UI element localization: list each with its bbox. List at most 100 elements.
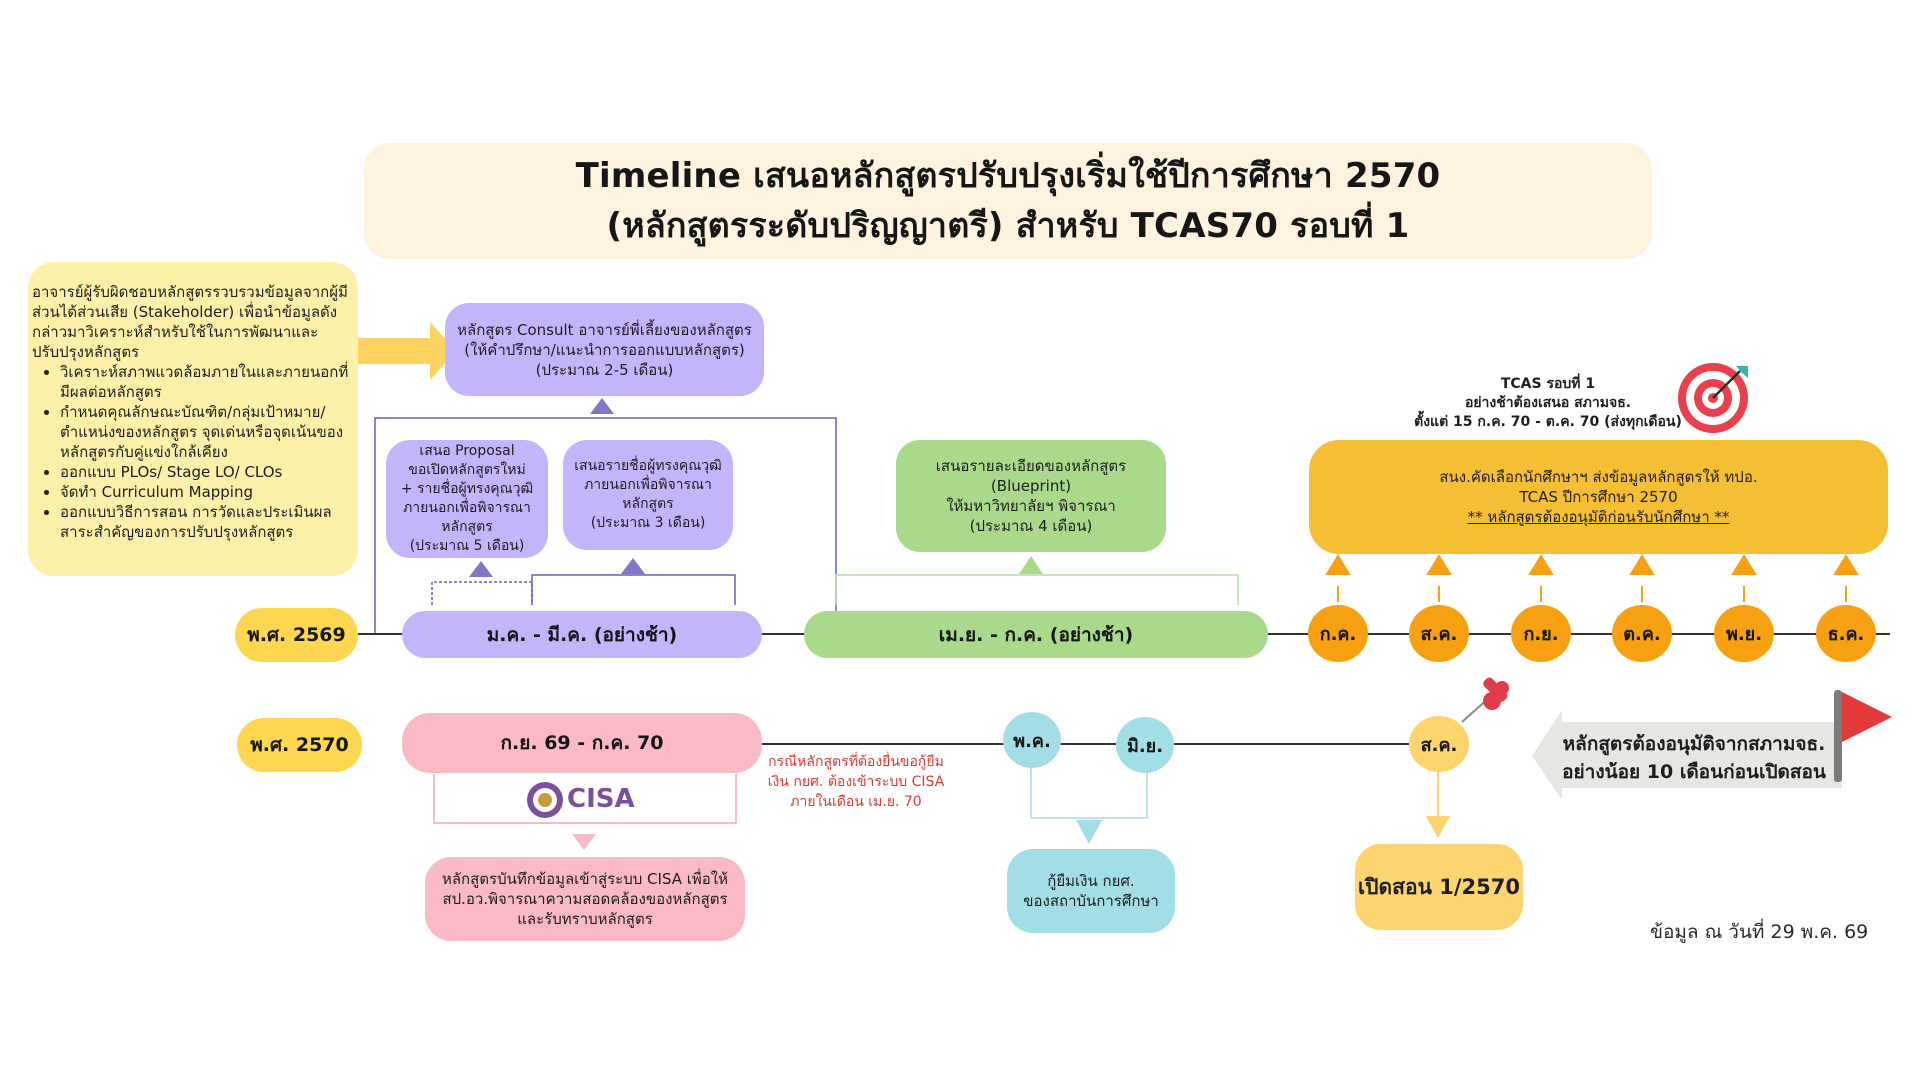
triangle-down-icon: [572, 834, 596, 850]
month-label: มิ.ย.: [1126, 735, 1164, 757]
blueprint-line-1: เสนอรายละเอียดของหลักสูตร (Blueprint): [935, 457, 1127, 495]
proposal-line-1: เสนอ Proposal: [419, 443, 515, 459]
range-jan-mar-label: ม.ค. - มี.ค. (อย่างช้า): [486, 623, 678, 646]
consult-line-3: (ประมาณ 2-5 เดือน): [535, 360, 674, 379]
cisa-box-line-3: และรับทราบหลักสูตร: [517, 910, 653, 928]
range-apr-jul-pill: เม.ย. - ก.ค. (อย่างช้า): [804, 611, 1268, 658]
month-circle-aug-2570: ส.ค.: [1409, 716, 1469, 772]
stakeholder-item: กำหนดคุณลักษณะบัณฑิต/กลุ่มเป้าหมาย/ ตำแห…: [60, 402, 354, 462]
reviewer-box: เสนอรายชื่อผู้ทรงคุณวุฒิ ภายนอกเพื่อพิจา…: [563, 440, 733, 550]
stakeholder-item: ออกแบบ PLOs/ Stage LO/ CLOs: [60, 462, 354, 482]
month-label: ธ.ค.: [1827, 624, 1865, 645]
month-circle-jun: มิ.ย.: [1116, 717, 1174, 773]
proposal-line-4: ภายนอกเพื่อพิจารณา: [403, 500, 531, 516]
tcas-line-2: TCAS ปีการศึกษา 2570: [1519, 488, 1678, 506]
pink-connector: [433, 774, 737, 824]
proposal-line-2: ขอเปิดหลักสูตรใหม่: [408, 462, 526, 478]
push-pin-icon: [1461, 677, 1509, 723]
year-2570-pill: พ.ศ. 2570: [237, 718, 362, 772]
loan-box: กู้ยืมเงิน กยศ. ของสถาบันการศึกษา: [1007, 849, 1175, 933]
yellow-arrow-icon: [358, 322, 456, 380]
orange-arrows: [1325, 554, 1859, 602]
month-label: ก.ค.: [1319, 624, 1357, 645]
loan-box-line-1: กู้ยืมเงิน กยศ.: [1047, 872, 1135, 890]
month-label: พ.ย.: [1725, 624, 1763, 645]
consult-box: หลักสูตร Consult อาจารย์พี่เลี้ยงของหลัก…: [445, 303, 764, 396]
triangle-up-icon: [621, 558, 645, 574]
tcas-heading-line-2: อย่างช้าต้องเสนอ สภามจธ.: [1464, 394, 1632, 411]
blueprint-box: เสนอรายละเอียดของหลักสูตร (Blueprint) ให…: [896, 440, 1166, 552]
year-2570-label: พ.ศ. 2570: [250, 734, 349, 756]
open-class-box: เปิดสอน 1/2570: [1355, 844, 1523, 930]
purple-connector: [431, 581, 533, 605]
stakeholder-item: ออกแบบวิธีการสอน การวัดและประเมินผลสาระส…: [60, 502, 354, 542]
reviewer-line-4: (ประมาณ 3 เดือน): [590, 515, 706, 531]
triangle-up-icon: [469, 561, 493, 577]
reviewer-line-2: ภายนอกเพื่อพิจารณา: [584, 477, 712, 493]
cisa-logo-text: CISA: [567, 784, 635, 814]
triangle-down-icon: [1076, 820, 1102, 844]
cisa-note: กรณีหลักสูตรที่ต้องยื่นขอกู้ยืมเงิน กยศ.…: [767, 754, 945, 810]
gray-arrow-icon: [1532, 710, 1842, 800]
tcas-box: สนง.คัดเลือกนักศึกษาฯ ส่งข้อมูลหลักสูตรใ…: [1309, 440, 1888, 554]
loan-box-line-2: ของสถาบันการศึกษา: [1023, 892, 1159, 910]
green-connector: [835, 574, 1239, 605]
consult-line-1: หลักสูตร Consult อาจารย์พี่เลี้ยงของหลัก…: [457, 320, 752, 339]
stakeholder-note: อาจารย์ผู้รับผิดชอบหลักสูตรรวบรวมข้อมูลจ…: [28, 262, 358, 576]
triangle-up-icon: [1019, 556, 1043, 574]
month-circle-jul: ก.ค.: [1308, 605, 1368, 662]
month-label: ก.ย.: [1523, 624, 1559, 645]
arrow-down-icon: [1426, 816, 1450, 838]
red-flag-icon: [1834, 690, 1892, 782]
month-label: ส.ค.: [1420, 624, 1458, 645]
reviewer-line-3: หลักสูตร: [622, 496, 674, 512]
month-label: ต.ค.: [1623, 624, 1661, 645]
title-line-2: (หลักสูตรระดับปริญญาตรี) สำหรับ TCAS70 ร…: [606, 206, 1410, 246]
data-date-note: ข้อมูล ณ วันที่ 29 พ.ค. 69: [1650, 921, 1869, 943]
tcas-heading-line-1: TCAS รอบที่ 1: [1500, 375, 1596, 392]
proposal-line-3: + รายชื่อผู้ทรงคุณวุฒิ: [400, 481, 534, 497]
month-circle-aug: ส.ค.: [1409, 605, 1469, 662]
approval-note-line-2: อย่างน้อย 10 เดือนก่อนเปิดสอน: [1562, 761, 1826, 783]
consult-line-2: (ให้คำปรึกษา/แนะนำการออกแบบหลักสูตร): [464, 340, 745, 359]
range-jan-mar-pill: ม.ค. - มี.ค. (อย่างช้า): [402, 611, 762, 658]
blueprint-line-3: (ประมาณ 4 เดือน): [969, 517, 1093, 535]
title-line-1: Timeline เสนอหลักสูตรปรับปรุงเริ่มใช้ปีก…: [575, 156, 1441, 196]
cisa-box: หลักสูตรบันทึกข้อมูลเข้าสู่ระบบ CISA เพื…: [425, 857, 745, 941]
title-banner: Timeline เสนอหลักสูตรปรับปรุงเริ่มใช้ปีก…: [364, 143, 1652, 259]
month-circle-may: พ.ค.: [1003, 712, 1061, 768]
tcas-line-3: ** หลักสูตรต้องอนุมัติก่อนรับนักศึกษา **: [1467, 508, 1730, 526]
range-apr-jul-label: เม.ย. - ก.ค. (อย่างช้า): [938, 623, 1134, 646]
cisa-box-line-1: หลักสูตรบันทึกข้อมูลเข้าสู่ระบบ CISA เพื…: [441, 870, 729, 888]
month-circle-sep: ก.ย.: [1511, 605, 1571, 662]
proposal-line-6: (ประมาณ 5 เดือน): [409, 538, 525, 554]
proposal-line-5: หลักสูตร: [441, 519, 493, 535]
proposal-box: เสนอ Proposal ขอเปิดหลักสูตรใหม่ + รายชื…: [386, 440, 548, 558]
month-circle-nov: พ.ย.: [1714, 605, 1774, 662]
year-2569-label: พ.ศ. 2569: [247, 624, 346, 646]
cisa-box-line-2: สป.อว.พิจารณาความสอดคล้องของหลักสูตร: [442, 890, 728, 908]
range-sep-jul-label: ก.ย. 69 - ก.ค. 70: [500, 732, 664, 754]
open-class-label: เปิดสอน 1/2570: [1358, 874, 1520, 899]
blueprint-line-2: ให้มหาวิทยาลัยฯ พิจารณา: [946, 497, 1116, 515]
tcas-line-1: สนง.คัดเลือกนักศึกษาฯ ส่งข้อมูลหลักสูตรใ…: [1439, 468, 1758, 486]
month-label: ส.ค.: [1420, 734, 1458, 756]
approval-note: หลักสูตรต้องอนุมัติจากสภามจธ. อย่างน้อย …: [1548, 730, 1840, 786]
triangle-up-icon: [590, 398, 614, 414]
target-icon: [1678, 363, 1748, 433]
tcas-heading-line-3: ตั้งแต่ 15 ก.ค. 70 - ต.ค. 70 (ส่งทุกเดือ…: [1414, 413, 1682, 430]
month-circle-oct: ต.ค.: [1612, 605, 1672, 662]
month-circle-dec: ธ.ค.: [1816, 605, 1876, 662]
month-label: พ.ค.: [1013, 730, 1051, 752]
approval-note-line-1: หลักสูตรต้องอนุมัติจากสภามจธ.: [1562, 733, 1826, 755]
range-sep-jul-pill: ก.ย. 69 - ก.ค. 70: [402, 713, 762, 773]
stakeholder-list: วิเคราะห์สภาพแวดล้อมภายในและภายนอกที่มีผ…: [32, 362, 354, 542]
stakeholder-item: วิเคราะห์สภาพแวดล้อมภายในและภายนอกที่มีผ…: [60, 362, 354, 402]
year-2569-pill: พ.ศ. 2569: [235, 608, 358, 662]
stakeholder-intro: อาจารย์ผู้รับผิดชอบหลักสูตรรวบรวมข้อมูลจ…: [32, 283, 348, 361]
purple-connector: [531, 574, 736, 605]
cisa-logo-icon: [527, 782, 563, 818]
stakeholder-item: จัดทำ Curriculum Mapping: [60, 482, 354, 502]
cyan-connector: [1030, 768, 1148, 819]
